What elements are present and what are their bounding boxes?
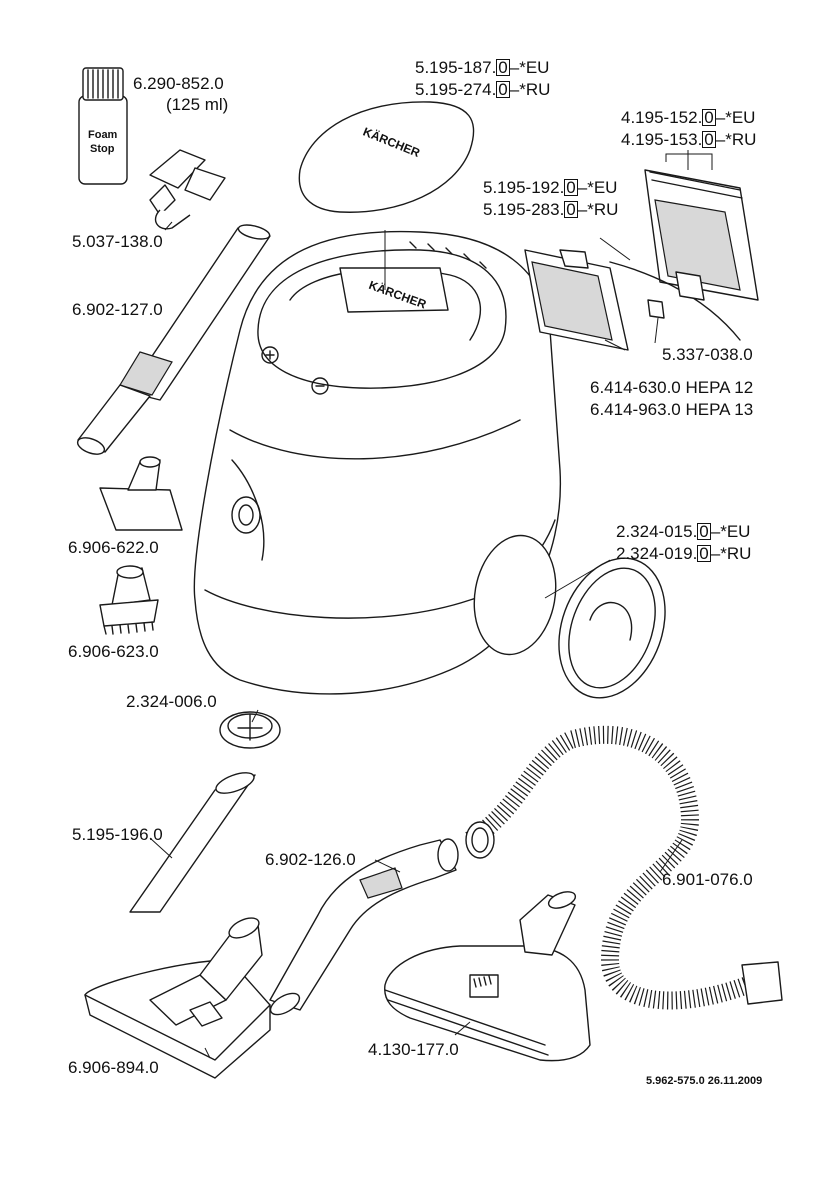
foam-stop-part-number: 6.290-852.0 — [133, 74, 224, 93]
foam-stop-volume: (125 ml) — [166, 95, 229, 114]
tube-part-number: 6.902-127.0 — [72, 300, 163, 319]
wheel-eu-part-number: 2.324-015.0–*EU — [616, 522, 751, 541]
vacuum-body: KÄRCHER — [193, 230, 562, 695]
foam-stop-bottle: Foam Stop — [78, 67, 128, 185]
hepa12-part-number: 6.414-630.0 HEPA 12 — [590, 378, 754, 397]
handle-part-number: 6.902-126.0 — [265, 850, 356, 869]
hepa-filter — [524, 249, 629, 351]
suction-hose — [464, 725, 783, 1010]
filter-frame-eu-part-number: 4.195-152.0–*EU — [621, 108, 756, 127]
leader-lines — [149, 150, 713, 1059]
filter-holder-eu-part-number: 5.195-192.0–*EU — [483, 178, 618, 197]
filter-frame-ru-part-number: 4.195-153.0–*RU — [621, 130, 757, 149]
upholstery-nozzle — [99, 456, 183, 531]
document-footer: 5.962-575.0 26.11.2009 — [646, 1075, 763, 1087]
hose-part-number: 6.901-076.0 — [662, 870, 753, 889]
hepa13-part-number: 6.414-963.0 HEPA 13 — [590, 400, 754, 419]
extension-tube — [76, 224, 271, 455]
dusting-brush — [99, 565, 159, 635]
wheel-ru-part-number: 2.324-019.0–*RU — [616, 544, 752, 563]
large-wheel — [473, 534, 666, 699]
tube-clip — [149, 149, 226, 230]
lid-cover: KÄRCHER — [298, 101, 475, 213]
brush-part-number: 6.906-623.0 — [68, 642, 159, 661]
latch-part-number: 5.337-038.0 — [662, 345, 753, 364]
foam-text-2: Stop — [90, 143, 115, 155]
crevice-nozzle-part-number: 5.195-196.0 — [72, 825, 163, 844]
hose-handle — [269, 838, 459, 1016]
upholstery-nozzle-part-number: 6.906-622.0 — [68, 538, 159, 557]
foam-text-1: Foam — [88, 129, 118, 141]
small-wheel — [219, 711, 281, 749]
floor-nozzle — [84, 917, 271, 1079]
turbo-nozzle-part-number: 4.130-177.0 — [368, 1040, 459, 1059]
lid-cover-ru-part-number: 5.195-274.0–*RU — [415, 80, 551, 99]
small-wheel-part-number: 2.324-006.0 — [126, 692, 217, 711]
floor-nozzle-part-number: 6.906-894.0 — [68, 1058, 159, 1077]
crevice-nozzle — [129, 772, 256, 913]
filter-frame — [609, 169, 759, 341]
filter-holder-ru-part-number: 5.195-283.0–*RU — [483, 200, 619, 219]
lid-cover-eu-part-number: 5.195-187.0–*EU — [415, 58, 550, 77]
turbo-nozzle — [384, 891, 591, 1062]
clip-part-number: 5.037-138.0 — [72, 232, 163, 251]
